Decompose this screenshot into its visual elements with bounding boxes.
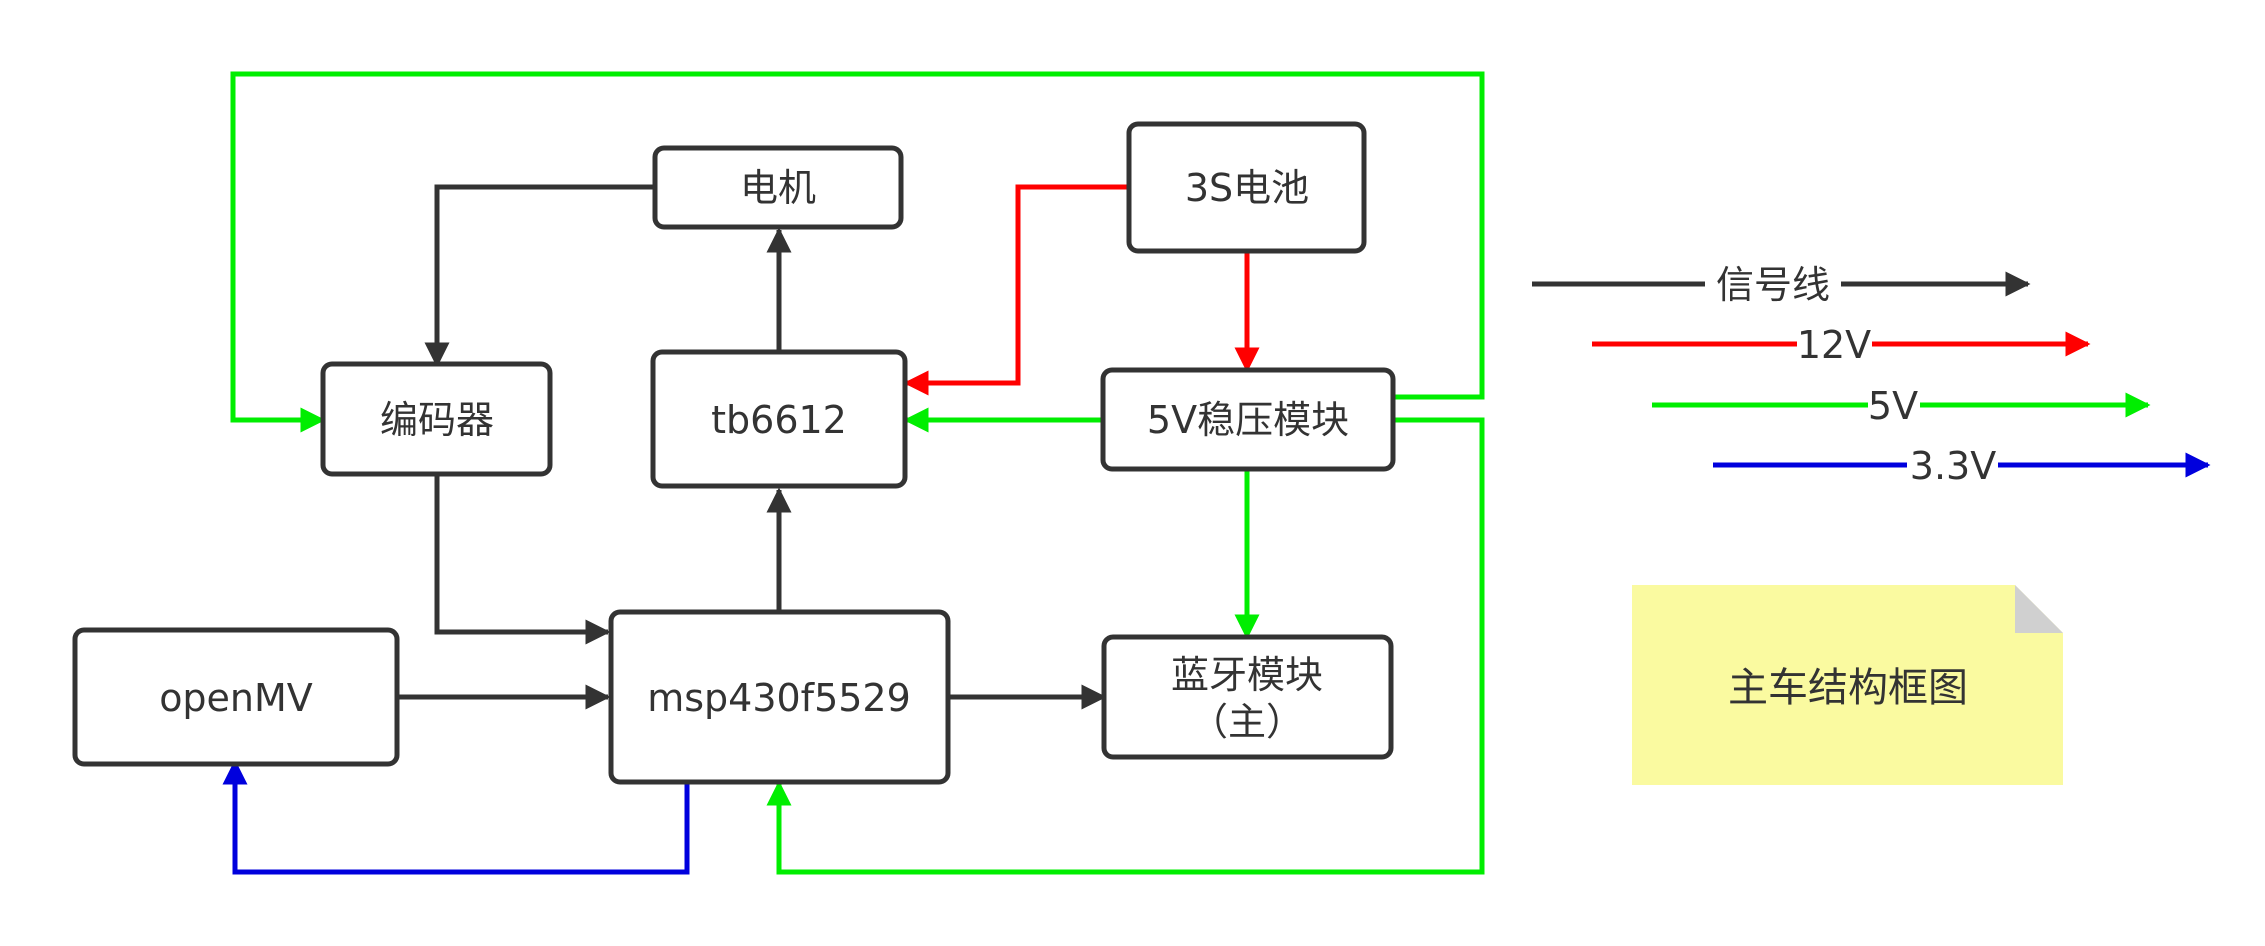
legend-label-3v3: 3.3V — [1910, 444, 1996, 488]
connectors — [222, 71, 1485, 875]
legend-item-12v: 12V — [1592, 323, 2091, 367]
note-fold-corner — [2015, 585, 2063, 633]
block-msp430-label: msp430f5529 — [647, 676, 911, 720]
block-openmv: openMV — [72, 627, 400, 767]
legend-item-3v3: 3.3V — [1713, 444, 2211, 488]
block-bluetooth: 蓝牙模块 （主） — [1101, 634, 1394, 760]
legend-label-signal: 信号线 — [1716, 263, 1830, 307]
legend-label-5v: 5V — [1868, 384, 1918, 428]
block-regulator: 5V稳压模块 — [1100, 367, 1396, 472]
block-battery-label: 3S电池 — [1185, 166, 1309, 210]
legend: 信号线 12V 5V 3.3V — [1532, 263, 2211, 488]
wire-battery-to-tb6612-12v — [903, 184, 1129, 396]
wire-motor-to-encoder — [424, 184, 655, 368]
wire-regulator-to-msp430-5v — [766, 417, 1485, 875]
wire-regulator-to-encoder-5v — [230, 71, 1485, 433]
diagram-title: 主车结构框图 — [1728, 665, 1968, 711]
block-openmv-label: openMV — [159, 676, 313, 720]
block-tb6612: tb6612 — [650, 349, 908, 489]
legend-label-12v: 12V — [1797, 323, 1871, 367]
block-encoder: 编码器 — [320, 361, 553, 477]
block-motor: 电机 — [652, 145, 904, 230]
block-tb6612-label: tb6612 — [711, 398, 847, 442]
legend-item-signal: 信号线 — [1532, 263, 2031, 307]
title-note: 主车结构框图 — [1632, 585, 2063, 785]
block-battery: 3S电池 — [1126, 121, 1367, 254]
block-bluetooth-label-line2: （主） — [1190, 700, 1304, 744]
block-bluetooth-label-line1: 蓝牙模块 — [1171, 653, 1323, 697]
legend-item-5v: 5V — [1652, 384, 2151, 428]
block-motor-label: 电机 — [740, 166, 816, 210]
wire-msp430-to-openmv-3v3 — [222, 759, 690, 875]
block-msp430: msp430f5529 — [608, 609, 951, 785]
block-encoder-label: 编码器 — [380, 398, 494, 442]
wire-encoder-to-msp430 — [434, 475, 611, 645]
block-regulator-label: 5V稳压模块 — [1147, 398, 1349, 442]
